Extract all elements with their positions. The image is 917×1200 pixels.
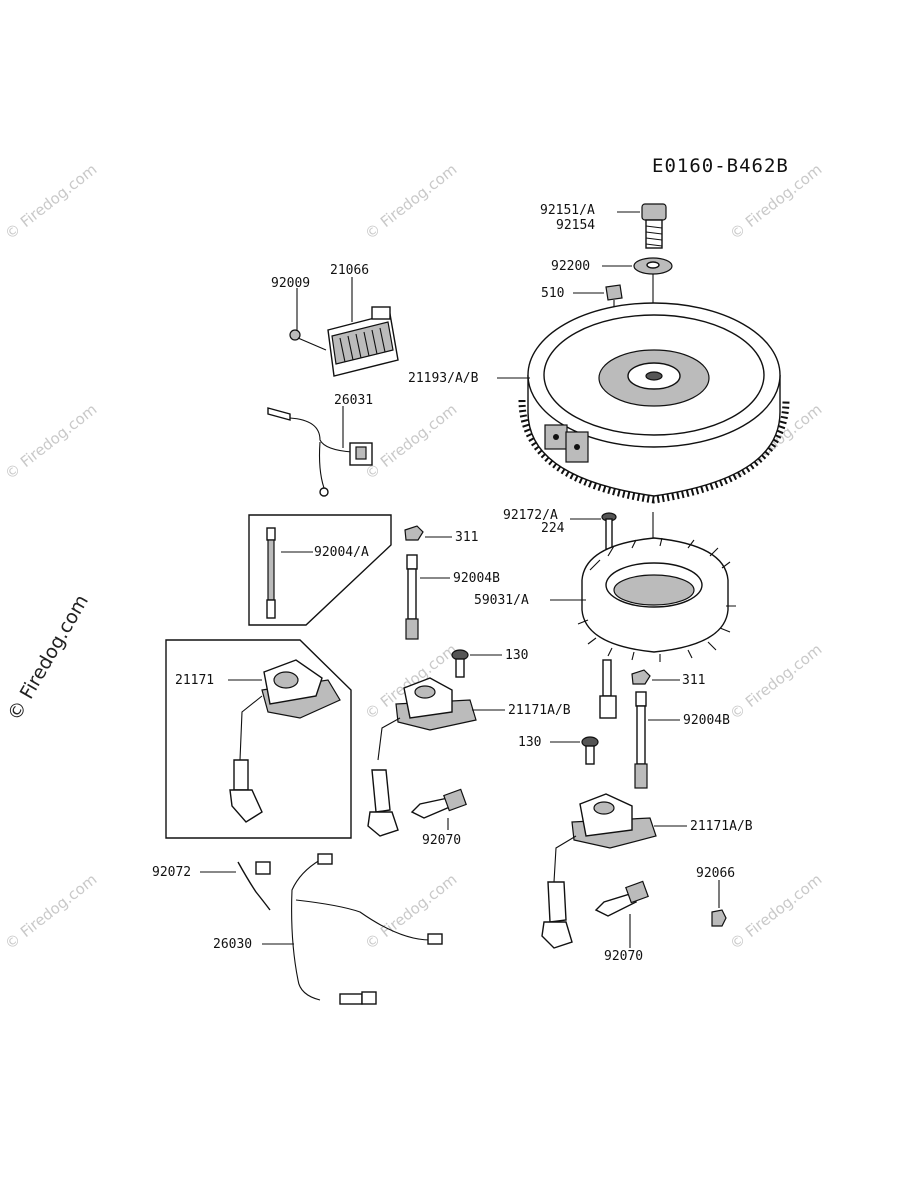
label-92070-right: 92070 bbox=[604, 949, 643, 964]
key-510-part bbox=[605, 284, 623, 301]
label-21171ab-right: 21171A/B bbox=[690, 819, 753, 834]
label-92009: 92009 bbox=[271, 276, 310, 291]
stud-92004a-box bbox=[248, 514, 392, 626]
label-224: 224 bbox=[541, 521, 565, 536]
stud-92004b-left-part bbox=[405, 554, 419, 640]
coil-21171-box bbox=[165, 639, 352, 839]
bg-watermark: © Firedog.com bbox=[1, 870, 100, 953]
label-92154: 92154 bbox=[556, 218, 595, 233]
clamp-92072-part bbox=[237, 861, 271, 911]
flywheel-21193-part bbox=[518, 302, 790, 504]
screw-92009-part bbox=[289, 329, 327, 351]
label-21066: 21066 bbox=[330, 263, 369, 278]
stud-92004b-right-part bbox=[634, 691, 648, 789]
bg-watermark: © Firedog.com bbox=[361, 870, 460, 953]
spark-plug-92070-right-part bbox=[594, 880, 649, 917]
stator-lead bbox=[599, 659, 617, 719]
coil-21171ab-right-part bbox=[541, 793, 657, 949]
bg-watermark: © Firedog.com bbox=[361, 400, 460, 483]
bolt-92172-part bbox=[601, 512, 617, 550]
bg-watermark: © Firedog.com bbox=[726, 870, 825, 953]
label-21171ab-left: 21171A/B bbox=[508, 703, 571, 718]
label-311-right: 311 bbox=[682, 673, 705, 688]
label-26031: 26031 bbox=[334, 393, 373, 408]
label-92004b-right: 92004B bbox=[683, 713, 730, 728]
stator-59031-part bbox=[576, 537, 736, 662]
bg-watermark: © Firedog.com bbox=[1, 400, 100, 483]
bolt-92151-part bbox=[641, 203, 667, 249]
harness-26030-part bbox=[291, 853, 443, 1005]
label-311-left: 311 bbox=[455, 530, 478, 545]
label-92066: 92066 bbox=[696, 866, 735, 881]
label-92004b-left: 92004B bbox=[453, 571, 500, 586]
spark-plug-92070-left-part bbox=[410, 788, 467, 819]
bg-watermark: © Firedog.com bbox=[361, 160, 460, 243]
label-92172: 92172/A bbox=[503, 508, 558, 523]
side-watermark: © Firedog.com bbox=[3, 591, 93, 724]
bolt-130-lower-part bbox=[581, 736, 599, 765]
nut-311-left-part bbox=[404, 525, 424, 541]
label-21171: 21171 bbox=[175, 673, 214, 688]
label-21193: 21193/A/B bbox=[408, 371, 479, 386]
label-92151: 92151/A bbox=[540, 203, 595, 218]
bg-watermark: © Firedog.com bbox=[726, 640, 825, 723]
label-26030: 26030 bbox=[213, 937, 252, 952]
label-92200: 92200 bbox=[551, 259, 590, 274]
bolt-130-upper-part bbox=[451, 649, 469, 678]
washer-92200-part bbox=[633, 257, 673, 275]
label-92072: 92072 bbox=[152, 865, 191, 880]
regulator-21066-part bbox=[327, 306, 399, 377]
nut-311-right-part bbox=[631, 669, 651, 685]
coil-21171ab-left-part bbox=[367, 677, 477, 837]
label-130-upper: 130 bbox=[505, 648, 528, 663]
label-92004a: 92004/A bbox=[314, 545, 369, 560]
label-510: 510 bbox=[541, 286, 564, 301]
label-59031: 59031/A bbox=[474, 593, 529, 608]
nut-92066-part bbox=[711, 909, 727, 927]
harness-26031-part bbox=[267, 407, 373, 497]
diagram-code: E0160-B462B bbox=[652, 155, 789, 177]
bg-watermark: © Firedog.com bbox=[1, 160, 100, 243]
label-130-lower: 130 bbox=[518, 735, 541, 750]
label-92070-left: 92070 bbox=[422, 833, 461, 848]
